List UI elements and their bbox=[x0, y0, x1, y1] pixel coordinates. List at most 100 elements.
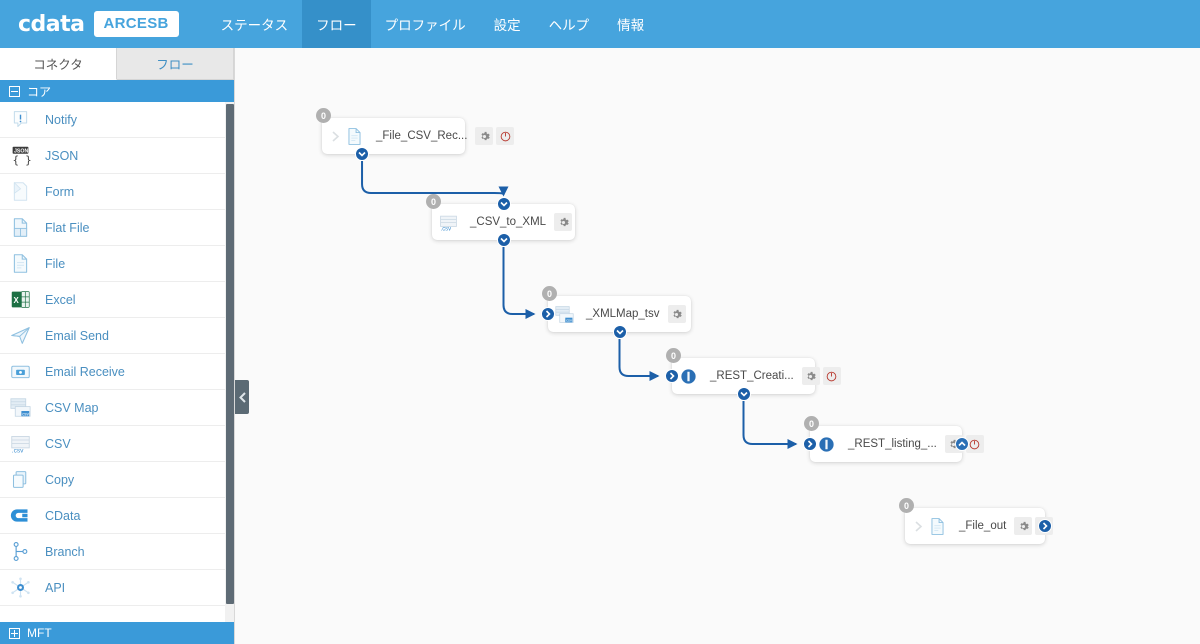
port-input-left[interactable] bbox=[541, 307, 555, 321]
rest-icon bbox=[817, 435, 836, 454]
group-header-mft[interactable]: MFT bbox=[0, 622, 234, 644]
sidebar-item-email-receive[interactable]: Email Receive bbox=[0, 354, 234, 390]
svg-text:csv: csv bbox=[22, 411, 29, 416]
nav-help[interactable]: ヘルプ bbox=[548, 18, 590, 33]
gear-icon[interactable] bbox=[667, 305, 686, 323]
excel-icon: X bbox=[9, 289, 31, 311]
stop-icon[interactable] bbox=[496, 127, 515, 145]
node-badge: 0 bbox=[316, 108, 331, 123]
cdata-logo: cdata bbox=[18, 11, 85, 37]
cdata-icon bbox=[9, 505, 31, 527]
port-output-bottom[interactable] bbox=[496, 233, 511, 247]
sidebar-item-flat-file[interactable]: Flat File bbox=[0, 210, 234, 246]
nav-info[interactable]: 情報 bbox=[617, 18, 645, 33]
sidebar-item-label: Excel bbox=[45, 292, 76, 307]
sidebar-scrollbar-thumb[interactable] bbox=[226, 104, 234, 604]
json-icon: JSON { } bbox=[9, 145, 31, 167]
flat-file-icon bbox=[9, 217, 31, 239]
arcesb-badge: ARCESB bbox=[93, 11, 179, 37]
rest-icon bbox=[679, 367, 698, 386]
port-input-left[interactable] bbox=[665, 369, 679, 383]
svg-text:.csv: .csv bbox=[11, 447, 23, 454]
nav-status[interactable]: ステータス bbox=[220, 18, 289, 33]
node-badge: 0 bbox=[666, 348, 681, 363]
flow-node-file_out[interactable]: 0 _File_out bbox=[899, 498, 1054, 544]
chevron-right-icon[interactable] bbox=[329, 130, 342, 143]
sidebar-item-label: File bbox=[45, 256, 66, 271]
nav-settings[interactable]: 設定 bbox=[493, 18, 521, 33]
file-icon bbox=[9, 253, 31, 275]
flow-node-file_csv_rec[interactable]: 0 _File_CSV_Rec... bbox=[316, 108, 515, 161]
node-badge: 0 bbox=[899, 498, 914, 513]
flow-edge bbox=[361, 161, 509, 197]
sidebar-item-email-send[interactable]: Email Send bbox=[0, 318, 234, 354]
sidebar-item-label: Branch bbox=[45, 544, 85, 559]
port-output-bottom[interactable] bbox=[612, 325, 627, 339]
sidebar-scrollbar-track[interactable] bbox=[225, 102, 234, 622]
flow-node-csv_to_xml[interactable]: 0 .csv_CSV_to_XML bbox=[426, 194, 575, 247]
chevron-right-icon[interactable] bbox=[912, 520, 925, 533]
tab-flows[interactable]: フロー bbox=[117, 48, 234, 80]
nav-flow[interactable]: フロー bbox=[302, 0, 371, 48]
sidebar-item-form[interactable]: Form bbox=[0, 174, 234, 210]
sidebar-item-label: Email Receive bbox=[45, 364, 125, 379]
email-receive-icon bbox=[9, 361, 31, 383]
csv-icon: .csv bbox=[439, 213, 458, 232]
node-label: _File_out bbox=[959, 520, 1007, 532]
svg-text:X: X bbox=[13, 296, 19, 305]
flow-canvas[interactable]: 0 _File_CSV_Rec... 0 .csv_CSV_to_XML 0 c… bbox=[235, 48, 1200, 644]
sidebar-item-notify[interactable]: Notify bbox=[0, 102, 234, 138]
brand[interactable]: cdata ARCESB bbox=[18, 11, 179, 37]
sidebar-item-label: Notify bbox=[45, 112, 77, 127]
group-header-core[interactable]: コア bbox=[0, 80, 234, 102]
csv-map-icon: csv bbox=[555, 305, 574, 324]
node-label: _File_CSV_Rec... bbox=[376, 130, 468, 142]
node-buttons bbox=[801, 367, 841, 385]
node-label: _XMLMap_tsv bbox=[586, 308, 660, 320]
sidebar-item-label: CData bbox=[45, 508, 81, 523]
file-icon bbox=[928, 517, 947, 536]
gear-icon[interactable] bbox=[801, 367, 820, 385]
minus-box-icon bbox=[9, 85, 20, 97]
sidebar-item-excel[interactable]: X Excel bbox=[0, 282, 234, 318]
main-nav: ステータス フロー プロファイル 設定 ヘルプ 情報 bbox=[207, 0, 659, 48]
sidebar-collapse-handle[interactable] bbox=[235, 380, 249, 414]
node-badge: 0 bbox=[426, 194, 441, 209]
copy-icon bbox=[9, 469, 31, 491]
port-collapse-right[interactable] bbox=[955, 437, 969, 451]
nav-profile[interactable]: プロファイル bbox=[384, 18, 466, 33]
flow-edge bbox=[742, 401, 798, 449]
port-output-right[interactable] bbox=[1038, 519, 1052, 533]
flow-node-rest_listing[interactable]: 0 _REST_listing_... bbox=[803, 416, 984, 462]
connector-list: Notify JSON { }JSON Form Flat File File … bbox=[0, 102, 234, 622]
tab-connectors[interactable]: コネクタ bbox=[0, 48, 117, 80]
svg-text:JSON: JSON bbox=[13, 148, 28, 154]
email-send-icon bbox=[9, 325, 31, 347]
sidebar-item-json[interactable]: JSON { }JSON bbox=[0, 138, 234, 174]
flow-node-rest_creati[interactable]: 0 _REST_Creati... bbox=[665, 348, 841, 401]
flow-edges bbox=[361, 161, 798, 449]
port-output-bottom[interactable] bbox=[355, 147, 370, 161]
node-label: _REST_Creati... bbox=[710, 370, 794, 382]
sidebar-item-file[interactable]: File bbox=[0, 246, 234, 282]
port-input-left[interactable] bbox=[803, 437, 817, 451]
sidebar-item-cdata[interactable]: CData bbox=[0, 498, 234, 534]
gear-icon[interactable] bbox=[475, 127, 494, 145]
stop-icon[interactable] bbox=[822, 367, 841, 385]
svg-text:csv: csv bbox=[566, 317, 572, 322]
gear-icon[interactable] bbox=[554, 213, 573, 231]
sidebar-item-api[interactable]: API bbox=[0, 570, 234, 606]
sidebar-item-copy[interactable]: Copy bbox=[0, 462, 234, 498]
stop-icon[interactable] bbox=[965, 435, 984, 453]
sidebar-item-branch[interactable]: Branch bbox=[0, 534, 234, 570]
gear-icon[interactable] bbox=[1014, 517, 1033, 535]
group-mft-label: MFT bbox=[27, 626, 52, 640]
form-icon bbox=[9, 181, 31, 203]
api-icon bbox=[9, 577, 31, 599]
port-input-top[interactable] bbox=[496, 197, 511, 211]
sidebar-item-label: Form bbox=[45, 184, 75, 199]
flow-node-xmlmap_tsv[interactable]: 0 csv_XMLMap_tsv bbox=[541, 286, 691, 339]
port-output-bottom[interactable] bbox=[736, 387, 751, 401]
